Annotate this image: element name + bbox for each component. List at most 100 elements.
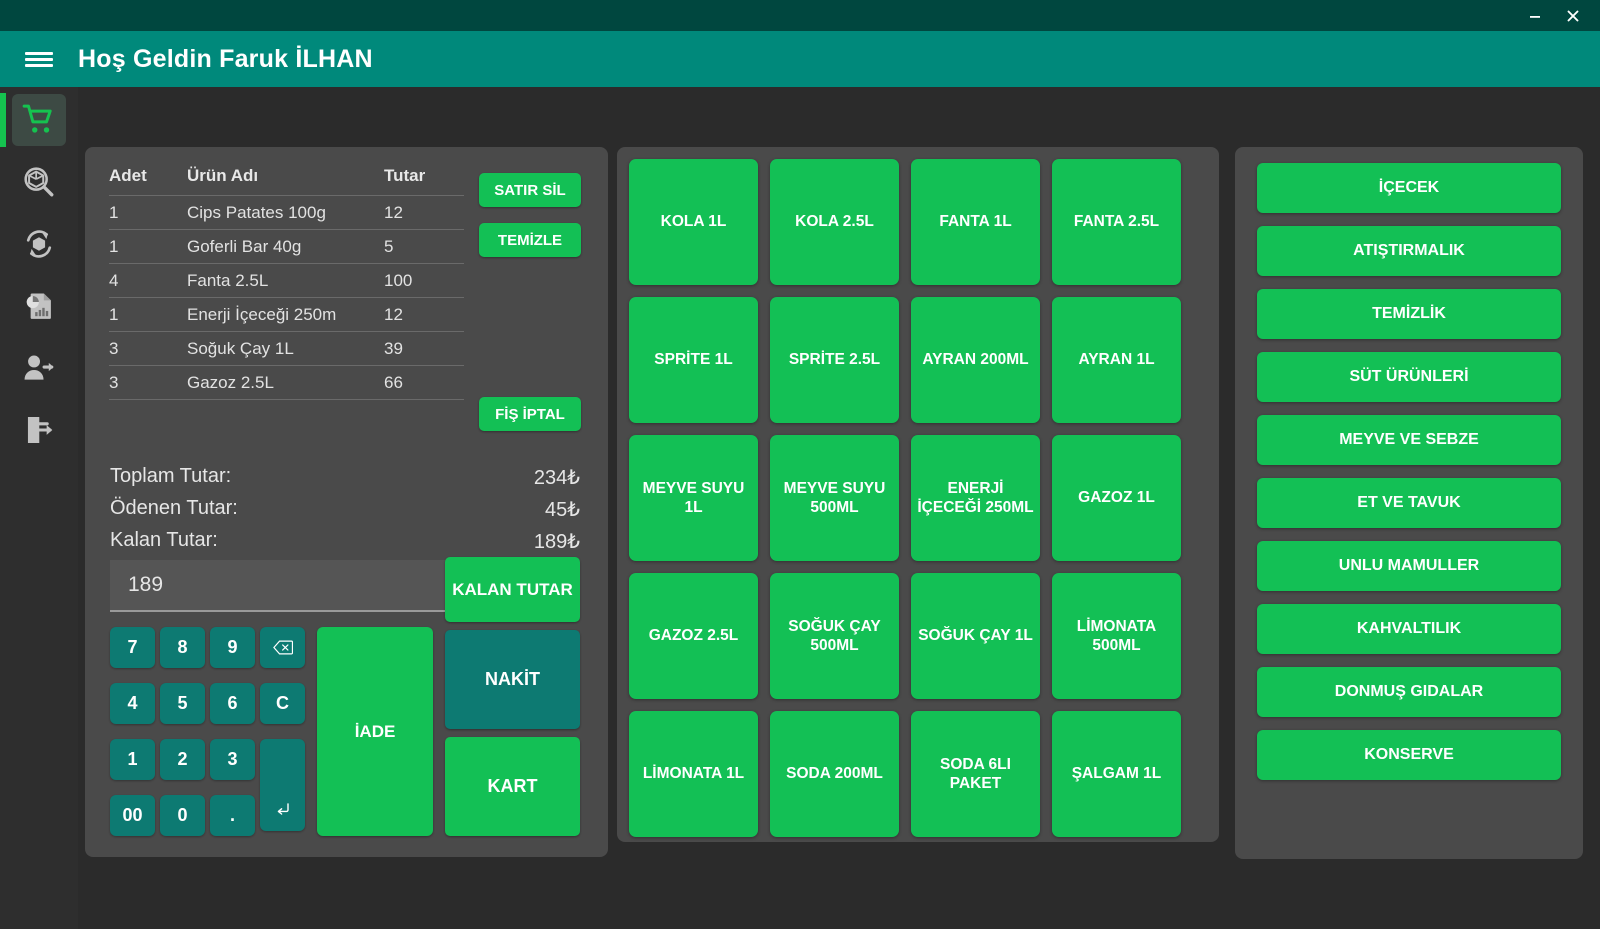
sidebar-item-product-search[interactable] [0,151,78,213]
cancel-receipt-button[interactable]: FİŞ İPTAL [479,397,581,431]
cart-cell-qty: 1 [109,230,187,264]
cart-cell-amount: 5 [384,230,464,264]
product-tile[interactable]: AYRAN 1L [1052,297,1181,423]
total-amount-label: Toplam Tutar: [110,465,231,490]
product-tile[interactable]: KOLA 2.5L [770,159,899,285]
product-tile[interactable]: GAZOZ 2.5L [629,573,758,699]
category-button[interactable]: SÜT ÜRÜNLERİ [1257,352,1561,402]
sidebar-item-logout[interactable] [0,399,78,461]
cart-header-row: Adet Ürün Adı Tutar [109,166,464,196]
category-button[interactable]: KONSERVE [1257,730,1561,780]
category-button[interactable]: ET VE TAVUK [1257,478,1561,528]
key-0[interactable]: 0 [160,795,205,836]
cart-cell-product: Soğuk Çay 1L [187,332,384,366]
category-button[interactable]: DONMUŞ GIDALAR [1257,667,1561,717]
key-5[interactable]: 5 [160,683,205,724]
cash-payment-button[interactable]: NAKİT [445,630,580,729]
key-9[interactable]: 9 [210,627,255,668]
cart-cell-qty: 3 [109,366,187,400]
product-tile[interactable]: ENERJİ İÇECEĞİ 250ML [911,435,1040,561]
product-tile[interactable]: SODA 6LI PAKET [911,711,1040,837]
numeric-keypad: 789456C123000. [110,627,306,836]
hamburger-icon [25,49,53,70]
cart-cell-qty: 1 [109,196,187,230]
product-panel: KOLA 1LKOLA 2.5LFANTA 1LFANTA 2.5L SPRİTE… [617,147,1219,842]
cart-cell-product: Fanta 2.5L [187,264,384,298]
product-tile[interactable]: KOLA 1L [629,159,758,285]
cart-row[interactable]: 1Enerji İçeceği 250m12 [109,298,464,332]
close-button[interactable] [1556,2,1590,30]
remaining-amount-value: 189₺ [534,529,580,554]
shopping-cart-icon [22,103,56,137]
payment-amount-input[interactable] [110,560,447,612]
sidebar-item-stock-update[interactable] [0,213,78,275]
cart-cell-amount: 12 [384,196,464,230]
category-button[interactable]: ATIŞTIRMALIK [1257,226,1561,276]
clear-cart-button[interactable]: TEMİZLE [479,223,581,257]
close-icon [1565,8,1581,24]
product-tile[interactable]: GAZOZ 1L [1052,435,1181,561]
column-header-qty: Adet [109,166,187,196]
backspace-icon [273,640,293,655]
key-enter[interactable] [260,739,305,831]
key-decimal[interactable]: . [210,795,255,836]
product-tile[interactable]: SPRİTE 2.5L [770,297,899,423]
product-tile[interactable]: MEYVE SUYU 1L [629,435,758,561]
key-3[interactable]: 3 [210,739,255,780]
key-7[interactable]: 7 [110,627,155,668]
remaining-amount-label: Kalan Tutar: [110,529,218,554]
menu-button[interactable] [0,31,78,87]
cart-cell-qty: 3 [109,332,187,366]
product-tile[interactable]: AYRAN 200ML [911,297,1040,423]
cart-row[interactable]: 3Soğuk Çay 1L39 [109,332,464,366]
category-button[interactable]: UNLU MAMULLER [1257,541,1561,591]
cart-row[interactable]: 3Gazoz 2.5L66 [109,366,464,400]
key-00[interactable]: 00 [110,795,155,836]
user-switch-icon [22,351,56,385]
report-chart-icon [22,289,56,323]
key-clear[interactable]: C [260,683,305,724]
refund-button[interactable]: İADE [317,627,433,836]
minimize-icon [1527,8,1543,24]
key-1[interactable]: 1 [110,739,155,780]
fill-remaining-button[interactable]: KALAN TUTAR [445,557,580,622]
delete-row-button[interactable]: SATIR SİL [479,173,581,207]
category-button[interactable]: KAHVALTILIK [1257,604,1561,654]
key-6[interactable]: 6 [210,683,255,724]
cart-row[interactable]: 1Cips Patates 100g12 [109,196,464,230]
cart-cell-amount: 12 [384,298,464,332]
paid-amount-label: Ödenen Tutar: [110,497,238,522]
product-tile[interactable]: SPRİTE 1L [629,297,758,423]
sidebar-item-reports[interactable] [0,275,78,337]
cart-row[interactable]: 1Goferli Bar 40g5 [109,230,464,264]
app-header: Hoş Geldin Faruk İLHAN [0,31,1600,87]
column-header-product: Ürün Adı [187,166,384,196]
cart-row[interactable]: 4Fanta 2.5L100 [109,264,464,298]
category-button[interactable]: TEMİZLİK [1257,289,1561,339]
key-2[interactable]: 2 [160,739,205,780]
category-button[interactable]: İÇECEK [1257,163,1561,213]
product-tile[interactable]: SOĞUK ÇAY 500ML [770,573,899,699]
category-panel: İÇECEK ATIŞTIRMALIK TEMİZLİK SÜT ÜRÜNLERİ ME… [1235,147,1583,859]
category-button[interactable]: MEYVE VE SEBZE [1257,415,1561,465]
cart-cell-product: Enerji İçeceği 250m [187,298,384,332]
paid-amount-value: 45₺ [545,497,580,522]
key-4[interactable]: 4 [110,683,155,724]
box-search-icon [22,165,56,199]
card-payment-button[interactable]: KART [445,737,580,836]
sidebar-item-switch-user[interactable] [0,337,78,399]
sidebar-item-sales[interactable] [0,89,78,151]
product-tile[interactable]: LİMONATA 500ML [1052,573,1181,699]
product-tile[interactable]: FANTA 1L [911,159,1040,285]
product-tile[interactable]: FANTA 2.5L [1052,159,1181,285]
product-tile[interactable]: MEYVE SUYU 500ML [770,435,899,561]
product-tile[interactable]: SOĞUK ÇAY 1L [911,573,1040,699]
product-tile[interactable]: SODA 200ML [770,711,899,837]
product-tile[interactable]: LİMONATA 1L [629,711,758,837]
key-backspace[interactable] [260,627,305,668]
minimize-button[interactable] [1518,2,1552,30]
key-8[interactable]: 8 [160,627,205,668]
product-tile[interactable]: ŞALGAM 1L [1052,711,1181,837]
cart-cell-product: Cips Patates 100g [187,196,384,230]
sidebar-nav [0,87,78,929]
